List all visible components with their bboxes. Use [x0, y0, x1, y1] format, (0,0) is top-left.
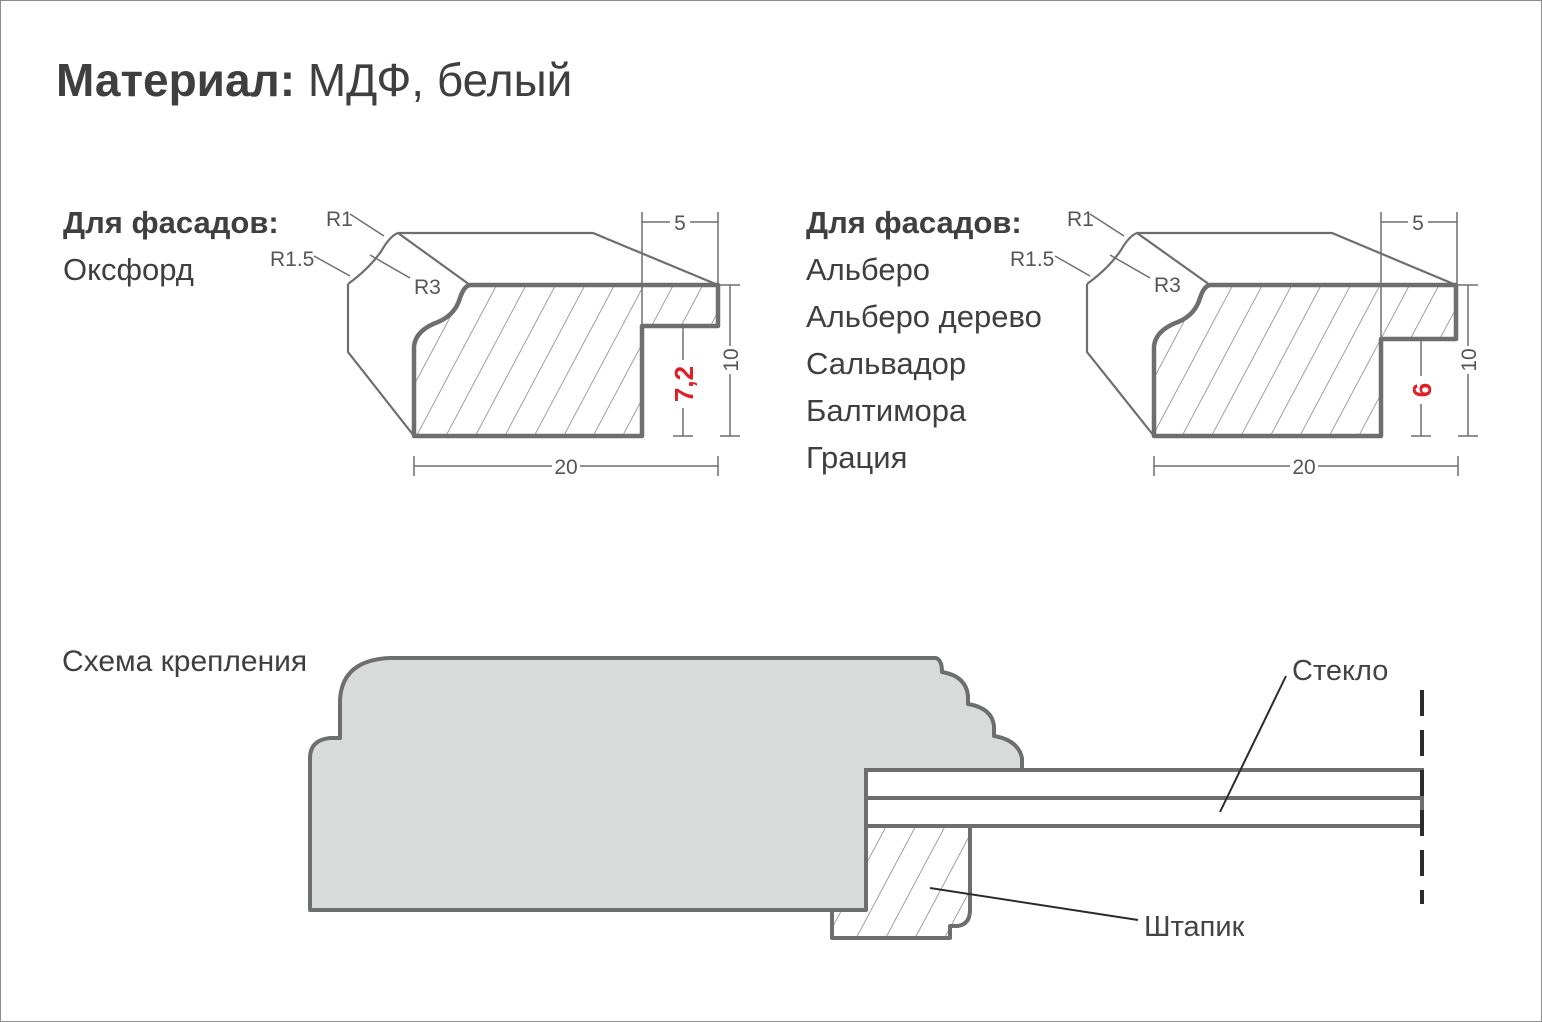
label-left-r1: R1 — [326, 208, 353, 231]
label-glazing-bead: Штапик — [1144, 911, 1245, 943]
facades-heading-right: Для фасадов: — [806, 205, 1022, 240]
material-value: МДФ, белый — [307, 54, 573, 106]
dim-right-height: 10 — [1458, 348, 1481, 371]
dim-left-width: 20 — [554, 456, 577, 479]
dim-right-rebate-width: 5 — [1412, 212, 1424, 235]
label-left-r3: R3 — [414, 276, 441, 299]
dim-left-rebate-width: 5 — [674, 212, 686, 235]
dim-right-width: 20 — [1292, 456, 1315, 479]
dim-right-rebate-depth: 6 — [1407, 383, 1437, 397]
facade-item: Балтимора — [806, 393, 967, 428]
label-right-r3: R3 — [1154, 274, 1181, 297]
facade-item: Оксфорд — [63, 252, 194, 287]
profile-right: 20 10 5 6 R1 R1.5 R3 — [1010, 208, 1481, 479]
profile-left-back-face — [346, 284, 415, 437]
scheme-glazing-bead — [830, 824, 972, 940]
material-title: Материал: МДФ, белый — [56, 52, 572, 108]
scheme-frame-profile — [308, 656, 1024, 912]
profile-left-top-face — [347, 231, 719, 287]
profile-left: 20 10 5 7,2 R1 R1.5 R3 — [270, 208, 743, 479]
label-left-r15: R1.5 — [270, 248, 314, 271]
mounting-scheme-title: Схема крепления — [62, 645, 308, 678]
facade-item: Альберо дерево — [806, 299, 1042, 334]
profile-right-back-face — [1085, 284, 1155, 437]
facades-list-right: Для фасадов: Альберо Альберо дерево Саль… — [806, 199, 1042, 481]
label-right-r15: R1.5 — [1010, 248, 1054, 271]
label-right-r1: R1 — [1067, 208, 1094, 231]
profile-right-top-face — [1086, 231, 1457, 287]
facades-heading-left: Для фасадов: — [63, 205, 279, 240]
dim-left-rebate-depth: 7,2 — [669, 366, 699, 402]
dim-left-height: 10 — [720, 348, 743, 371]
profile-right-section — [1151, 282, 1459, 439]
facades-list-left: Для фасадов: Оксфорд — [63, 199, 279, 293]
facade-item: Сальвадор — [806, 346, 967, 381]
material-label: Материал: — [56, 54, 296, 106]
facade-item: Грация — [806, 440, 908, 475]
label-glass: Стекло — [1292, 655, 1388, 687]
facade-item: Альберо — [806, 252, 931, 287]
mounting-scheme: Стекло Штапик — [308, 655, 1424, 943]
